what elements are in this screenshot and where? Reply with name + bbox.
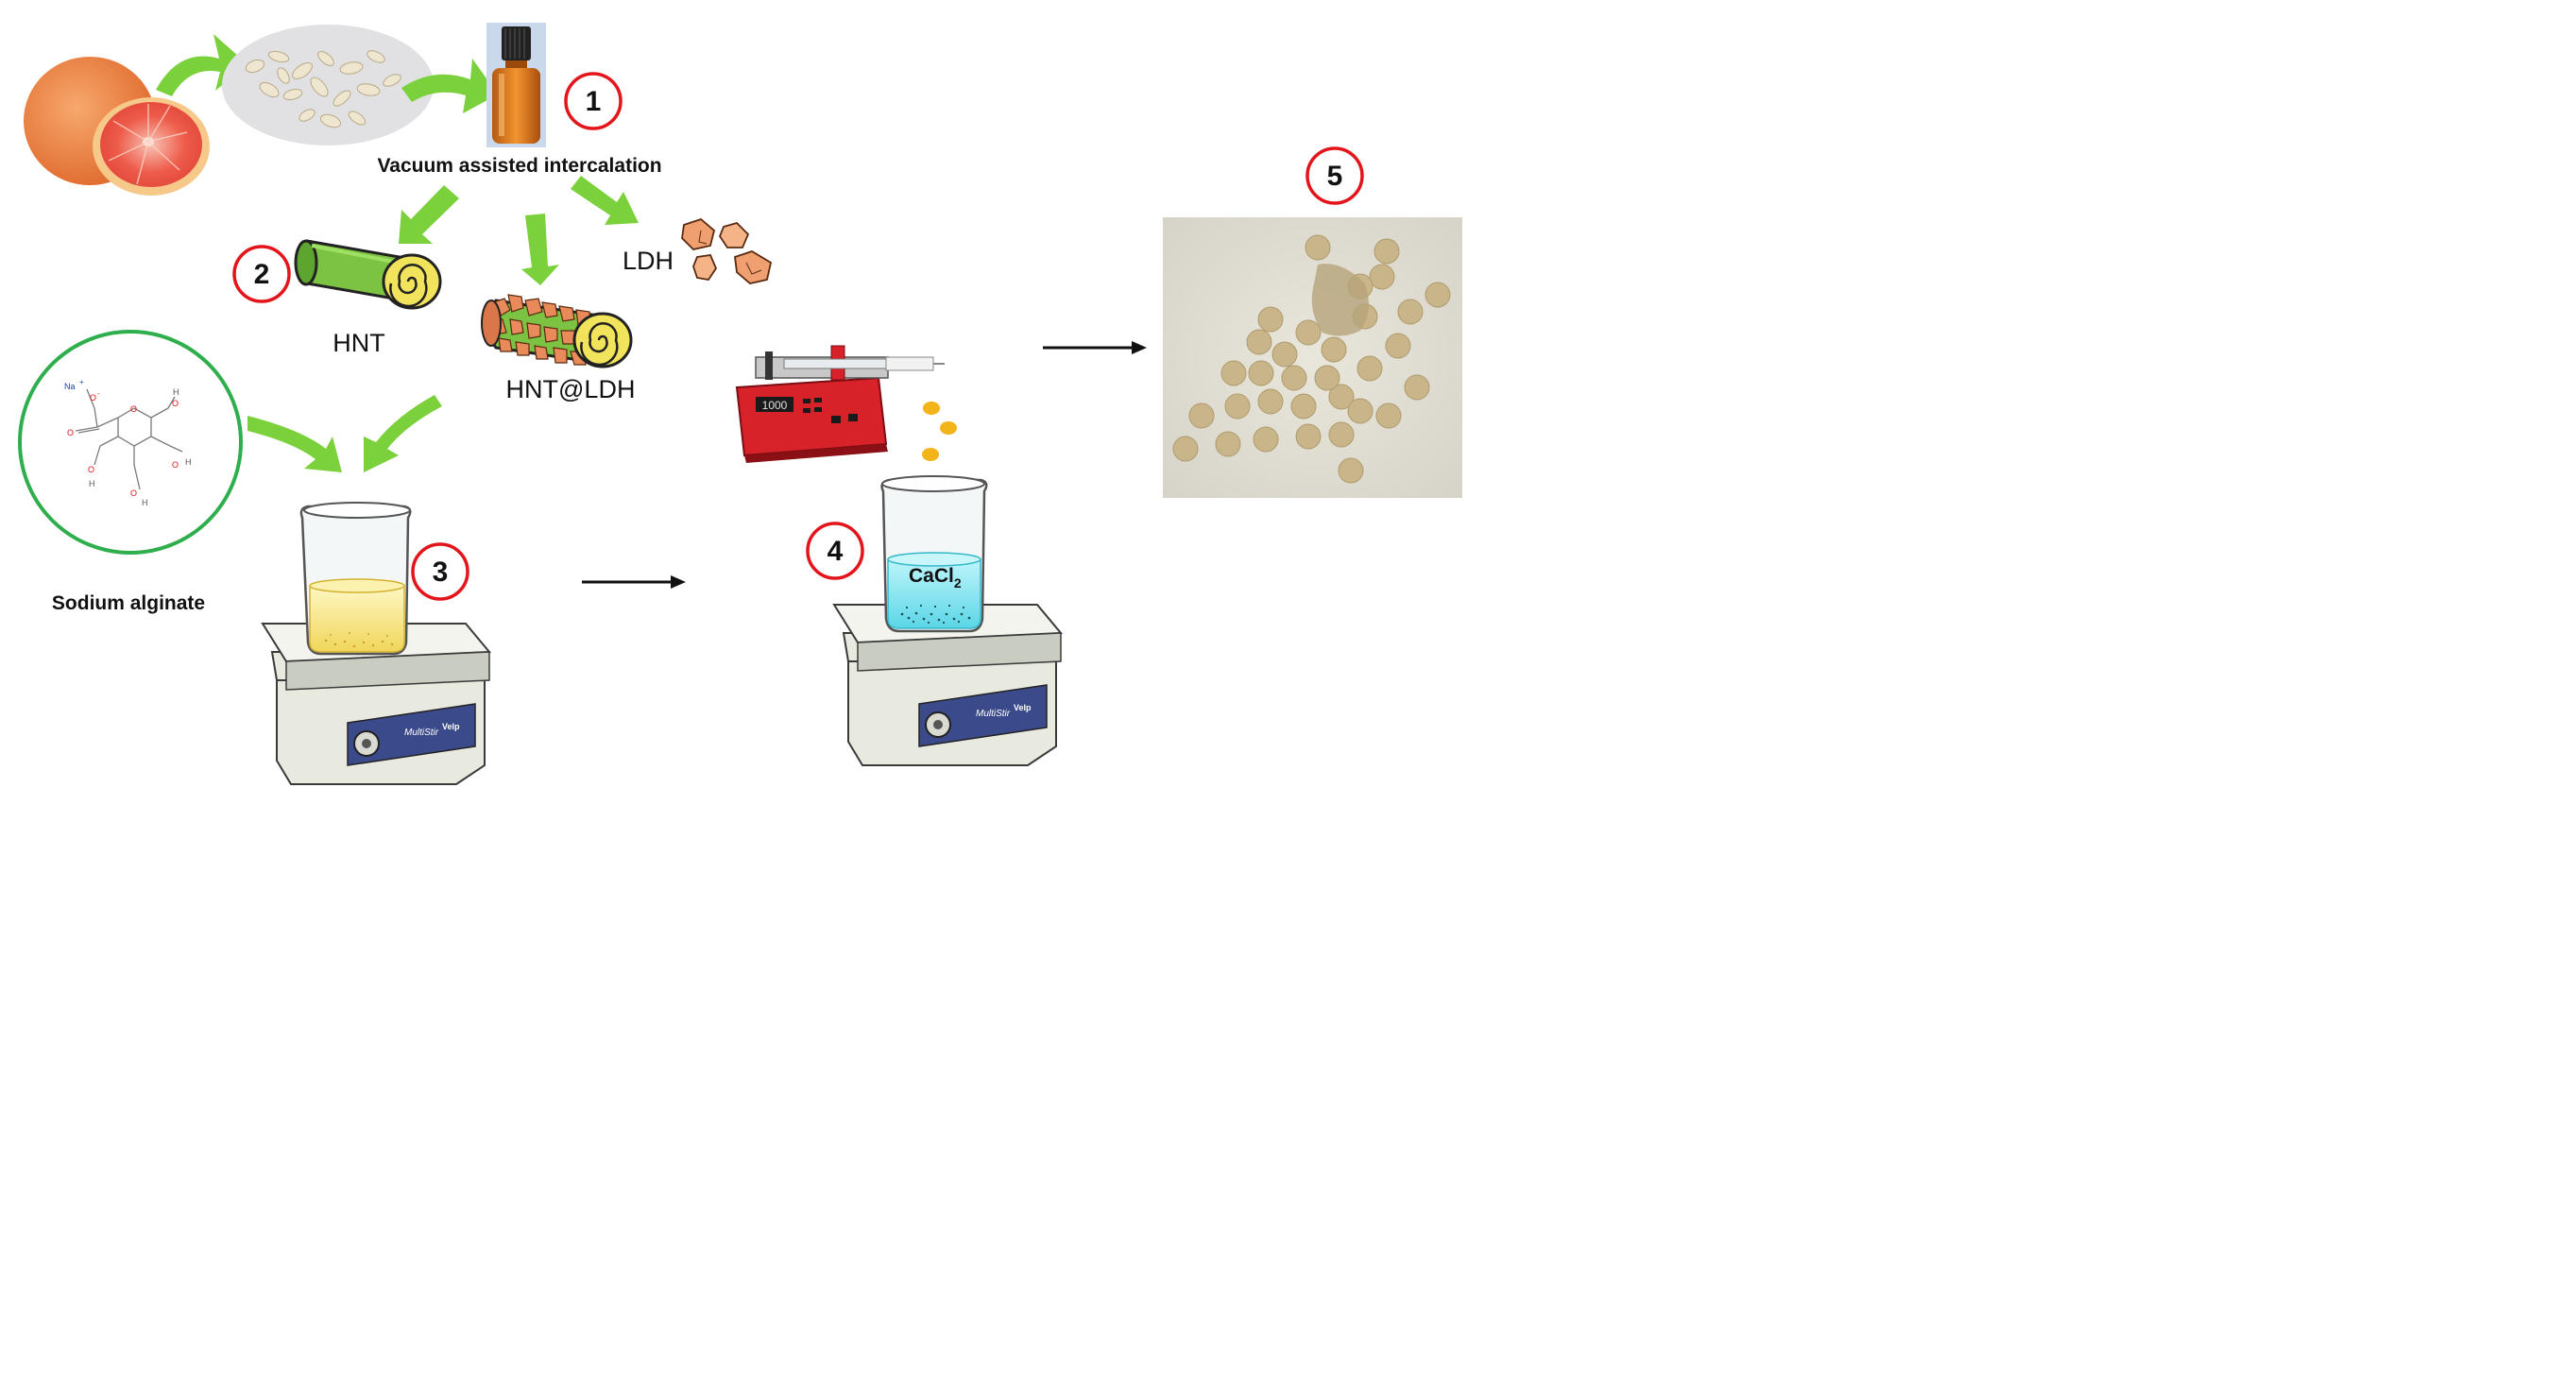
step-3-number: 3 [433, 557, 449, 588]
step-4-number: 4 [827, 536, 844, 567]
o-minus-sign: - [97, 389, 100, 398]
vacuum-assisted-intercalation-label: Vacuum assisted intercalation [377, 155, 661, 177]
na-atom: Na [64, 382, 76, 391]
ldh-crystals-image [681, 217, 773, 284]
o-ring-atom: O [130, 404, 137, 414]
essential-oil-bottle-image [486, 23, 546, 147]
process-diagram: MultiStir Velp [18, 23, 1462, 785]
hnt-ldh-roll-image [481, 294, 633, 368]
oh-h-atom-2: H [185, 457, 192, 467]
sodium-alginate-label: Sodium alginate [52, 592, 205, 614]
green-arrow-hnt-ldh-to-beaker [364, 395, 442, 472]
step-3-marker: 3 [411, 542, 469, 601]
cacl2-subscript: 2 [954, 575, 962, 591]
step-4-marker: 4 [806, 522, 864, 580]
green-arrow-to-ldh [571, 176, 639, 225]
oh-h-atom-3: H [142, 498, 148, 507]
green-arrow-to-hnt-ldh [521, 214, 559, 285]
green-arrow-to-hnt [399, 185, 459, 244]
cacl2-main: CaCl [909, 565, 954, 587]
oh-h-atom-1: H [173, 387, 179, 397]
na-charge: + [79, 378, 84, 386]
green-arrow-seeds-to-oil [401, 59, 498, 113]
arrow-to-step5 [1043, 341, 1147, 354]
hnt-label: HNT [333, 329, 385, 357]
step-1-number: 1 [586, 86, 602, 117]
step-1-marker: 1 [564, 72, 623, 130]
green-arrow-alginate-to-beaker [247, 416, 342, 472]
step-2-number: 2 [254, 259, 270, 290]
grapefruit-image [24, 57, 210, 196]
syringe-pump-image: 1000 [720, 338, 950, 463]
o-carbonyl-atom: O [67, 428, 74, 437]
oh-o-atom-3: O [130, 488, 137, 498]
arrow-step3-to-step4 [582, 575, 686, 589]
step-5-number: 5 [1327, 161, 1343, 192]
beads-photo-image [1163, 217, 1462, 498]
oh-o-atom-2: O [172, 460, 179, 470]
oh-o-atom-4: O [88, 465, 94, 474]
ldh-label: LDH [623, 247, 674, 275]
oh-h-atom-4: H [89, 479, 95, 488]
hnt-ldh-label: HNT@LDH [506, 375, 636, 403]
cacl2-label: CaCl2 [909, 565, 962, 591]
sodium-alginate-structure: Na + O - O O O H O H O H O H [18, 330, 243, 555]
diagram-canvas: MultiStir Velp [0, 0, 1481, 797]
step-5-marker: 5 [1305, 146, 1364, 205]
beaker-4-image: CaCl2 [880, 475, 988, 633]
oh-o-atom-1: O [172, 399, 179, 408]
o-minus-atom: O [90, 393, 96, 402]
beaker-3-image [299, 502, 412, 656]
hnt-roll-image [294, 239, 442, 310]
seeds-image [222, 25, 434, 146]
step-2-marker: 2 [232, 245, 291, 303]
pump-display: 1000 [762, 399, 788, 412]
